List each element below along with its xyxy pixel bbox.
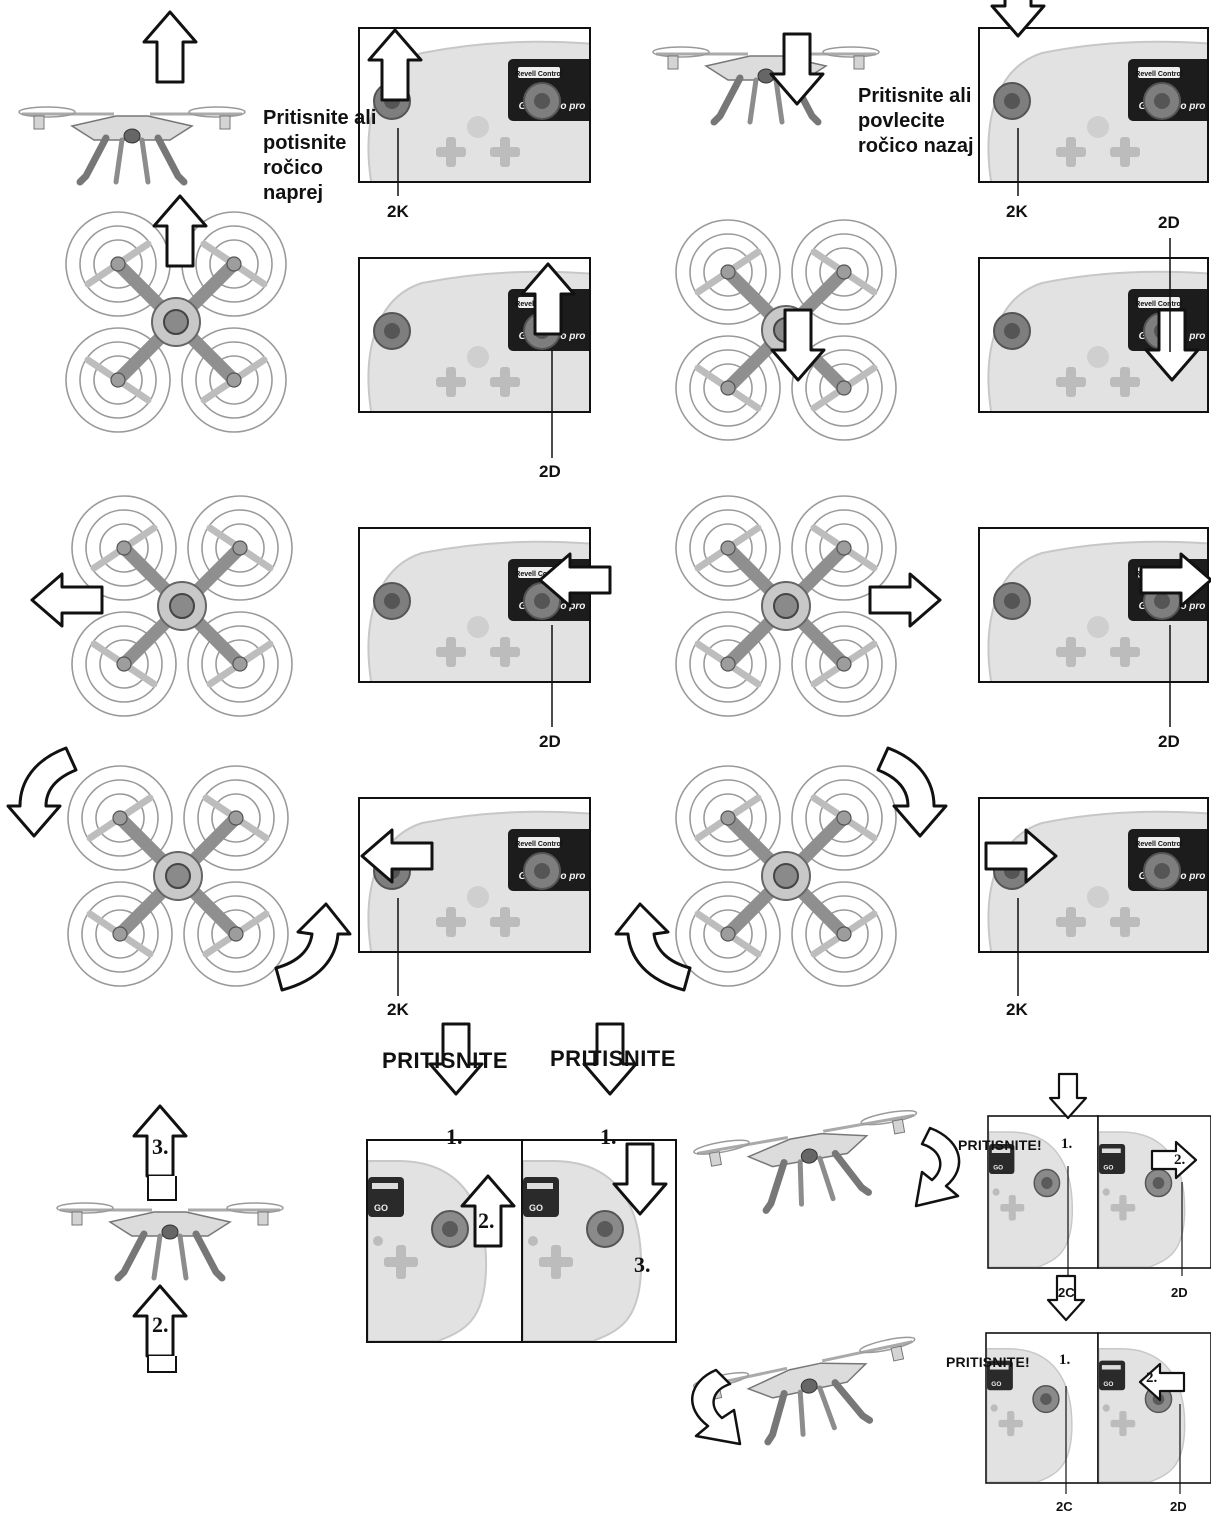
rotate-right-arrow-icon	[614, 902, 692, 992]
step-1: 1.	[1059, 1352, 1071, 1368]
flip-arrow-icon	[914, 1126, 961, 1208]
label-2k: 2K	[387, 1000, 409, 1019]
step-3: 3.	[634, 1252, 651, 1277]
step-1: 1.	[1061, 1136, 1073, 1152]
label-2k: 2K	[1006, 202, 1028, 221]
controller-panel-2d-forward	[358, 257, 591, 413]
label-2d: 2D	[1158, 732, 1180, 751]
drone-side-view	[693, 1108, 929, 1221]
label-2c: 2C	[1058, 1285, 1075, 1300]
instruction-line: ročico	[263, 157, 324, 179]
flip-panel-top	[987, 1115, 1211, 1269]
label-2c: 2C	[1056, 1499, 1073, 1514]
controller-panel-2k-backward	[978, 0, 1209, 183]
drone-top-view	[68, 766, 288, 986]
rotate-left-arrow-icon	[274, 902, 352, 992]
label-2d: 2D	[1170, 1499, 1187, 1514]
drone-side-view	[653, 47, 879, 122]
step-1: 1.	[600, 1124, 617, 1149]
press-panel-right	[521, 1139, 677, 1343]
press-label: PRITISNITE!	[958, 1137, 1042, 1153]
controller-panel-2k-rotate-left	[358, 797, 591, 953]
instruction-line: potisnite	[263, 132, 347, 154]
drone-top-view	[676, 496, 896, 716]
step-2: 2.	[1146, 1370, 1158, 1386]
instruction-line: povlecite	[858, 110, 945, 132]
step-2: 2.	[152, 1312, 169, 1337]
down-arrow-icon	[1048, 1072, 1088, 1120]
left-arrow-icon	[30, 572, 104, 628]
instruction-forward: Pritisnite ali potisnite ročico naprej	[263, 106, 376, 206]
label-2d: 2D	[539, 462, 561, 481]
instruction-line: ročico nazaj	[858, 135, 974, 157]
drone-top-view	[72, 496, 292, 716]
controller-panel-2k-rotate-right	[978, 797, 1209, 953]
label-2k: 2K	[387, 202, 409, 221]
label-2k: 2K	[1006, 1000, 1028, 1019]
instruction-line: naprej	[263, 182, 324, 204]
press-label: PRITISNITE	[550, 1046, 677, 1071]
instruction-line: Pritisnite ali	[858, 85, 972, 107]
instruction-line: Pritisnite ali	[263, 107, 377, 129]
label-2d: 2D	[539, 732, 561, 751]
flip-panel-bottom	[985, 1332, 1211, 1484]
rotate-right-arrow-icon	[876, 746, 948, 838]
drone-side-view	[19, 107, 245, 182]
rotate-left-arrow-icon	[6, 746, 78, 838]
up-arrow-icon	[142, 10, 198, 84]
step-3: 3.	[152, 1134, 169, 1159]
right-arrow-icon	[868, 572, 942, 628]
flip-arrow-icon	[691, 1368, 742, 1446]
drone-top-view	[676, 766, 896, 986]
step-1: 1.	[446, 1124, 463, 1149]
takeoff-drone-group	[57, 1104, 283, 1373]
label-2d: 2D	[1171, 1285, 1188, 1300]
press-label: PRITISNITE!	[946, 1354, 1030, 1370]
controller-panel-2d-left	[358, 527, 612, 683]
press-label: PRITISNITE	[382, 1048, 509, 1073]
up-arrow-icon	[152, 194, 208, 268]
step-2: 2.	[478, 1208, 495, 1233]
controller-panel-2d-right	[978, 527, 1211, 683]
label-2d: 2D	[1158, 213, 1180, 232]
instruction-backward: Pritisnite ali povlecite ročico nazaj	[858, 84, 974, 159]
step-2: 2.	[1174, 1152, 1186, 1168]
